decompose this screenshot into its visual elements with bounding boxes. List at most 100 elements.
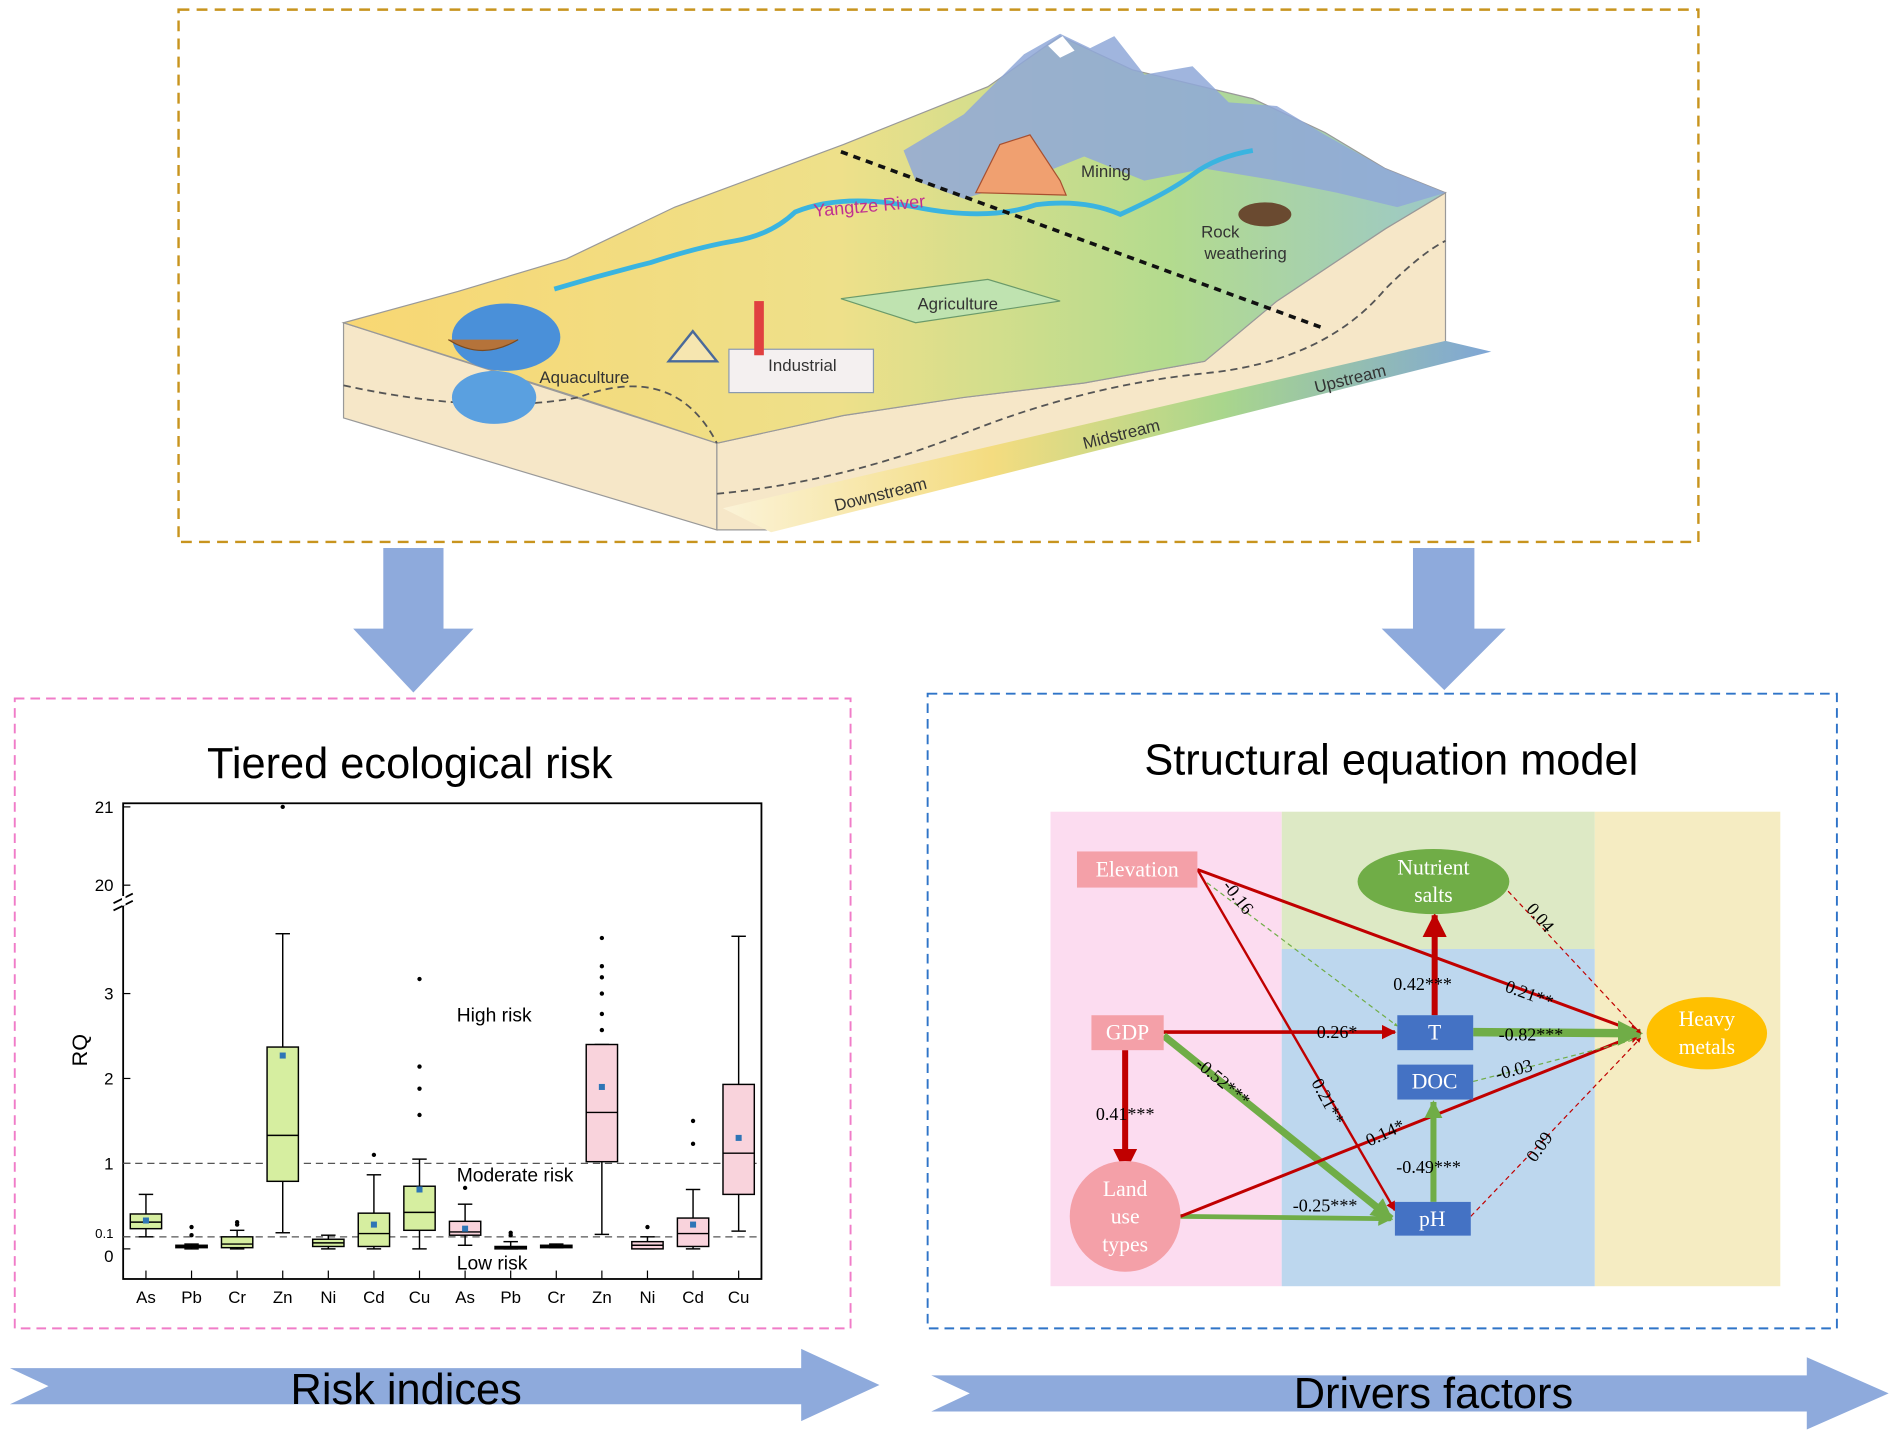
box-zn	[266, 1046, 300, 1183]
mean-marker	[416, 1186, 423, 1193]
path-coef-t-hm: -0.82***	[1499, 1025, 1564, 1045]
snow-cap	[1048, 36, 1075, 58]
factory-icon	[728, 348, 875, 394]
rock-label-1: Rock	[1201, 222, 1240, 241]
outlier-point	[189, 1224, 194, 1230]
node-ph	[1394, 1201, 1471, 1236]
zone-label-low: Low risk	[457, 1253, 528, 1274]
x-tick-label: Cr	[228, 1288, 246, 1307]
path-coef-ph-doc: -0.49***	[1396, 1157, 1461, 1177]
outlier-point	[599, 1011, 605, 1017]
path-elev-hm	[1196, 868, 1642, 1036]
down-arrow-right	[1381, 547, 1506, 691]
path-coef-land-ph: -0.25***	[1293, 1196, 1358, 1216]
mining-label: Mining	[1081, 162, 1131, 181]
x-tick-label: Ni	[640, 1288, 656, 1307]
drivers-factors-label: Drivers factors	[1294, 1370, 1573, 1418]
outlier-point	[690, 1141, 696, 1147]
node-heavy-label-2: metals	[1679, 1035, 1736, 1059]
outlier-point	[234, 1219, 240, 1225]
x-tick-label: Zn	[273, 1288, 293, 1307]
node-gdp	[1091, 1015, 1164, 1051]
path-land-ph	[1180, 1211, 1393, 1226]
outlier-point	[508, 1230, 513, 1235]
sem-panel-frame	[926, 692, 1838, 1330]
node-t	[1397, 1015, 1474, 1051]
outlier-point	[690, 1118, 696, 1124]
path-t-hm	[1473, 1020, 1644, 1046]
x-tick-label: Pb	[500, 1288, 521, 1307]
aquaculture-boundary	[343, 384, 718, 444]
y-tick-label: 2	[104, 1069, 113, 1088]
outlier-point	[645, 1224, 650, 1230]
node-land-label-1: Land	[1103, 1177, 1148, 1201]
zone-label-moderate: Moderate risk	[457, 1165, 574, 1186]
mean-marker	[142, 1217, 149, 1224]
outlier-point	[599, 935, 605, 941]
node-land-use-types	[1069, 1160, 1181, 1272]
stratum-line	[716, 240, 1446, 495]
sem-diagram: 0.21**0.21**-0.160.26*-0.52***0.41***-0.…	[1050, 811, 1781, 1287]
mean-marker	[735, 1134, 742, 1141]
rock-icon	[1238, 202, 1292, 227]
fish-pond	[451, 370, 537, 424]
y-tick-label: 1	[104, 1154, 113, 1173]
risk-panel-title: Tiered ecological risk	[207, 740, 613, 788]
outlier-point	[462, 1185, 468, 1191]
x-tick-label: Pb	[181, 1288, 202, 1307]
y-tick-label: 0.1	[95, 1226, 113, 1241]
y-tick-label: 0	[104, 1247, 113, 1266]
axis-break-gap	[121, 896, 126, 906]
boat-icon	[447, 339, 519, 351]
node-t-label: T	[1428, 1020, 1441, 1044]
path-ph-hm	[1470, 1037, 1642, 1217]
agriculture-label: Agriculture	[917, 295, 998, 314]
outlier-point	[599, 975, 605, 980]
x-tick-label: Cu	[409, 1288, 431, 1307]
outlier-point	[417, 1086, 422, 1091]
path-coef-gdp-land: 0.41***	[1096, 1104, 1155, 1124]
x-tick-label: As	[455, 1288, 475, 1307]
x-tick-label: Cr	[547, 1288, 565, 1307]
box-cr	[220, 1236, 254, 1249]
y-tick-label: 20	[95, 876, 114, 895]
rock-label-2: weathering	[1203, 244, 1286, 263]
path-coef-t-nut: 0.42***	[1393, 974, 1452, 994]
zone-label-high: High risk	[457, 1005, 532, 1026]
outlier-point	[189, 1233, 194, 1238]
landscape-illustration: Yangtze River Mining Rock weathering Agr…	[341, 33, 1492, 533]
risk-indices-arrow	[9, 1348, 880, 1422]
node-elevation-label: Elevation	[1096, 858, 1179, 882]
outlier-point	[599, 991, 605, 996]
node-nutrient-salts	[1357, 849, 1510, 915]
risk-panel-frame	[13, 697, 852, 1330]
plot-area	[122, 802, 763, 1280]
mean-marker	[690, 1221, 697, 1228]
outlier-point	[417, 1064, 422, 1069]
x-tick-label: Ni	[320, 1288, 336, 1307]
outlier-point	[599, 964, 605, 969]
outlier-point	[599, 1027, 605, 1033]
node-gdp-label: GDP	[1106, 1020, 1149, 1044]
node-elevation	[1076, 851, 1198, 888]
node-nutrient-label-1: Nutrient	[1397, 855, 1469, 879]
x-tick-label: Zn	[592, 1288, 612, 1307]
outlier-point	[417, 976, 422, 982]
path-land-hm	[1179, 1031, 1642, 1218]
node-heavy-label-1: Heavy	[1679, 1007, 1736, 1031]
node-land-label-2: use	[1111, 1205, 1140, 1229]
x-tick-label: Cd	[363, 1288, 385, 1307]
x-tick-label: Cu	[728, 1288, 750, 1307]
aquaculture-pond	[451, 303, 561, 371]
boxplot-chart: RQ High risk Moderate risk Low risk 00.1…	[67, 798, 763, 1307]
node-doc-label: DOC	[1412, 1070, 1458, 1094]
outlier-point	[371, 1152, 377, 1158]
industrial-label: Industrial	[768, 356, 836, 375]
box-cd	[357, 1212, 391, 1248]
landscape-frame	[177, 8, 1700, 544]
path-elev-t	[1206, 882, 1398, 1027]
mean-marker	[279, 1052, 286, 1059]
x-tick-label: As	[136, 1288, 156, 1307]
node-land-label-3: types	[1102, 1232, 1148, 1256]
